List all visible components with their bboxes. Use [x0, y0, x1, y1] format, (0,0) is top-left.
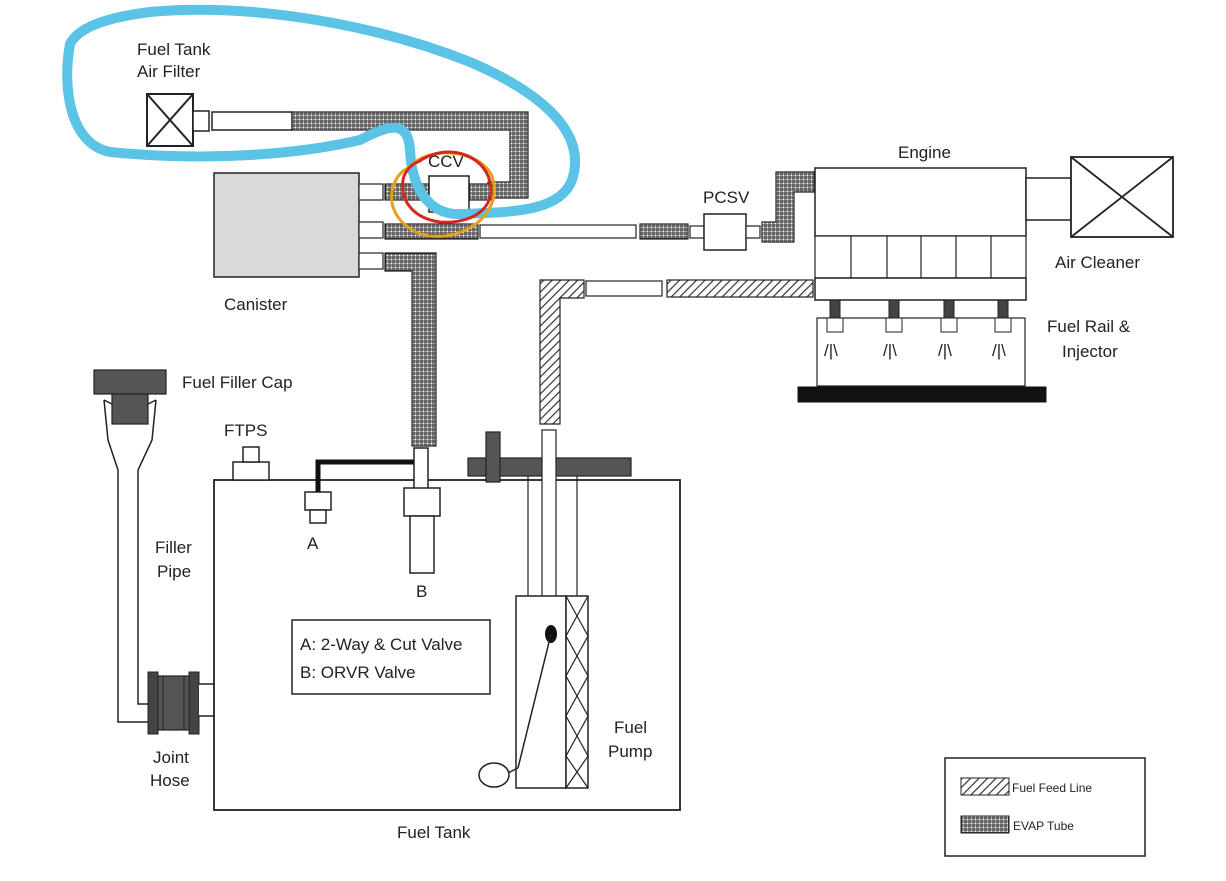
label-ftps: FTPS	[224, 421, 267, 440]
injector-spray-3: /|\	[938, 341, 952, 360]
label-fuel-pump-1: Fuel	[614, 718, 647, 737]
pcsv-valve	[689, 213, 761, 251]
evap-tube-pcsv-in	[639, 223, 689, 240]
label-filler-pipe-1: Filler	[155, 538, 192, 557]
injector-spray-4: /|\	[992, 341, 1006, 360]
valve-legend-a: A: 2-Way & Cut Valve	[300, 635, 463, 654]
legend-swatch-evap	[960, 815, 1010, 834]
label-pcsv: PCSV	[703, 188, 750, 207]
label-fuel-rail-1: Fuel Rail &	[1047, 317, 1131, 336]
label-fuel-tank-air-filter-1: Fuel Tank	[137, 40, 211, 59]
air-cleaner	[1025, 156, 1174, 238]
injector-spray-1: /|\	[824, 341, 838, 360]
label-filler-pipe-2: Pipe	[157, 562, 191, 581]
evap-tube-canister-tank	[384, 252, 437, 447]
label-valve-b: B	[416, 582, 427, 601]
legend-label-fuel-feed: Fuel Feed Line	[1012, 781, 1092, 795]
valve-legend-b: B: ORVR Valve	[300, 663, 416, 682]
highlight-red-circle	[401, 150, 493, 224]
label-fuel-pump-2: Pump	[608, 742, 652, 761]
injector-spray-2: /|\	[883, 341, 897, 360]
valve-b-orvr	[403, 447, 441, 574]
highlight-blue-loop	[62, 4, 581, 220]
joint-hose	[147, 671, 200, 735]
fuel-tank-air-filter	[146, 93, 293, 147]
fuel-pump-module	[467, 429, 632, 789]
evap-tube-pcsv-engine	[761, 171, 815, 243]
evap-tube-ccv-out	[468, 183, 492, 201]
label-valve-a: A	[307, 534, 319, 553]
valve-legend-box	[291, 619, 491, 695]
label-canister: Canister	[224, 295, 288, 314]
fuel-feed-line-rail	[666, 279, 814, 298]
label-fuel-tank: Fuel Tank	[397, 823, 471, 842]
fuel-feed-line-riser	[539, 279, 585, 425]
label-fuel-tank-air-filter-2: Air Filter	[137, 62, 201, 81]
ftps-sensor	[232, 446, 270, 481]
legend-label-evap: EVAP Tube	[1013, 819, 1074, 833]
fuel-feed-hose	[585, 280, 663, 297]
label-engine: Engine	[898, 143, 951, 162]
canister	[213, 172, 384, 278]
label-fuel-filler-cap: Fuel Filler Cap	[182, 373, 293, 392]
engine	[814, 167, 1027, 279]
label-ccv: CCV	[428, 152, 465, 171]
valve-connection-tube	[315, 459, 414, 492]
label-joint-hose-2: Hose	[150, 771, 190, 790]
valve-a	[304, 491, 332, 524]
evap-tube-filter-ccv	[291, 111, 529, 199]
label-fuel-rail-2: Injector	[1062, 342, 1118, 361]
fuel-rail	[797, 277, 1047, 403]
line-legend	[944, 757, 1146, 857]
purge-hose	[479, 224, 637, 239]
legend-swatch-fuel-feed	[960, 777, 1010, 796]
label-joint-hose-1: Joint	[153, 748, 189, 767]
fuel-filler-cap	[93, 369, 167, 425]
filler-pipe	[103, 399, 157, 723]
label-air-cleaner: Air Cleaner	[1055, 253, 1140, 272]
injectors	[826, 299, 1012, 333]
